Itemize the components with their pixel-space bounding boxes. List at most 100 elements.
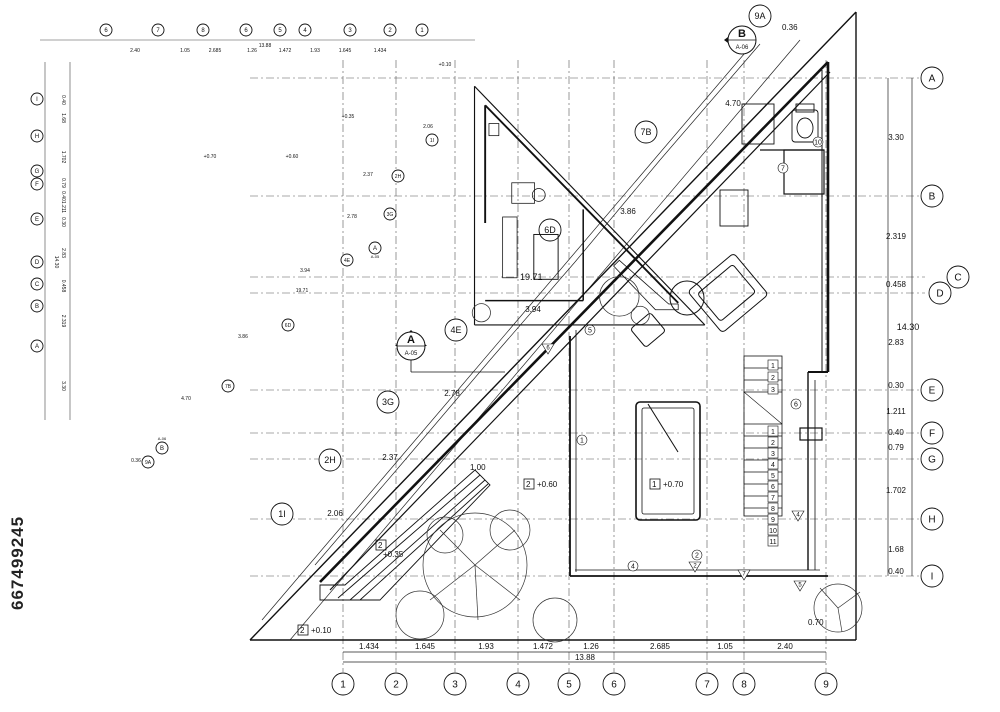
window-tag-7: 7 xyxy=(742,572,746,578)
door-tag-2: 2 xyxy=(695,553,699,560)
stair-step-2: 2 xyxy=(771,440,775,447)
dim-bottom-1: 1.645 xyxy=(415,642,436,651)
section-a-sheet: A-05 xyxy=(405,351,418,357)
garden-level: +0.35 xyxy=(383,550,404,559)
thumb-letter-A: A xyxy=(30,339,44,353)
thumb-bubble-3-label: 6 xyxy=(244,28,248,34)
thumb-letter-B-label: B xyxy=(35,304,39,310)
thumb-left-dim-1: 1.68 xyxy=(60,113,66,123)
thumb-bubble-6-label: 3 xyxy=(348,28,352,34)
window-tag-5: 5 xyxy=(798,583,802,589)
right-total-dimension: 14.30 xyxy=(897,322,920,332)
dim-bottom-4: 1.26 xyxy=(583,642,599,651)
thumb-diag-4E: 4E xyxy=(340,253,354,267)
dim-right-4: 0.30 xyxy=(888,381,904,390)
billiard-level: +0.70 xyxy=(663,480,684,489)
thumb-bubble-0: 6 xyxy=(99,23,113,37)
door-tag-1: 1 xyxy=(580,438,584,445)
grid-bubble-A-label: A xyxy=(929,74,936,85)
grid-bubble-9-label: 9 xyxy=(823,680,829,691)
thumb-bubble-3: 6 xyxy=(239,23,253,37)
grid-bubble-1-label: 1 xyxy=(340,680,346,691)
thumb-diag-6D-label: 6D xyxy=(285,323,292,329)
grid-bubble-H-label: H xyxy=(928,515,935,526)
thumb-section-b: B xyxy=(155,441,169,455)
thumb-top-total: 13.88 xyxy=(259,43,272,49)
door-tag-5: 5 xyxy=(588,328,592,335)
grid-bubble-2: 2 xyxy=(384,672,408,696)
thumb-section-a: A xyxy=(368,241,382,255)
thumb-letter-E-label: E xyxy=(35,217,39,223)
door-tag-7: 7 xyxy=(781,166,785,173)
thumbnail-plan xyxy=(471,85,706,326)
thumb-diag-1I: 1I xyxy=(425,133,439,147)
thumb-top-dim-5: 1.93 xyxy=(310,48,320,54)
dim-right-5: 1.211 xyxy=(886,407,906,416)
door-tag-6: 6 xyxy=(794,402,798,409)
dim-right-8: 1.702 xyxy=(886,486,907,495)
thumb-diag-6D: 6D xyxy=(281,318,295,332)
dim-right-6: 0.40 xyxy=(888,428,904,437)
grid-bubble-4E-label: 4E xyxy=(450,325,461,335)
thumb-level-2: +0.60 xyxy=(286,154,299,160)
grid-bubble-D-label: D xyxy=(936,289,943,300)
thumb-left-dim-6: 0.30 xyxy=(60,217,66,227)
thumb-top-dim-3: 1.26 xyxy=(247,48,257,54)
bottom-total-dimension: 13.88 xyxy=(575,653,596,662)
right-dimension-labels: 3.302.3190.4582.830.301.2110.400.791.702… xyxy=(886,133,907,576)
dim-right-2: 0.458 xyxy=(886,280,907,289)
stair-step-6: 6 xyxy=(771,484,775,491)
dim-diagonal-5: 2.06 xyxy=(327,509,343,518)
thumb-letter-G-label: G xyxy=(35,169,40,175)
thumb-bubble-4: 5 xyxy=(273,23,287,37)
thumb-letter-C-label: C xyxy=(35,282,40,288)
grid-bubble-H: H xyxy=(920,507,944,531)
thumb-letter-E: E xyxy=(30,212,44,226)
thumb-left-dim-9: 2.319 xyxy=(60,315,66,328)
grid-bubble-8-label: 8 xyxy=(741,680,747,691)
thumb-bubble-0-label: 6 xyxy=(104,28,108,34)
thumb-bubble-1-label: 7 xyxy=(156,28,160,34)
dim-bottom-7: 2.40 xyxy=(777,642,793,651)
main-level-tag: 2 xyxy=(526,480,531,489)
section-marker-a: A A-05 xyxy=(395,330,505,373)
grid-bubble-G-label: G xyxy=(928,455,936,466)
grid-bubble-3: 3 xyxy=(443,672,467,696)
billiard-table xyxy=(635,401,701,521)
dim-right-7: 0.79 xyxy=(888,443,904,452)
stair-step-8: 8 xyxy=(771,506,775,513)
stair-step-4: 4 xyxy=(771,462,775,469)
thumb-diag-dim-5: 4.70 xyxy=(181,396,191,402)
thumb-level-1: +0.35 xyxy=(342,114,355,120)
thumb-diag-dim-6: 19.71 xyxy=(296,288,309,294)
grid-bubble-7: 7 xyxy=(695,672,719,696)
thumb-bubble-7-label: 2 xyxy=(388,28,392,34)
thumb-bubble-5-label: 4 xyxy=(303,28,307,34)
section-b-letter: B xyxy=(738,28,746,40)
thumb-letter-C: C xyxy=(30,277,44,291)
stair-step-7: 7 xyxy=(771,495,775,502)
stair-step-upper-1: 1 xyxy=(771,363,775,370)
thumb-diag-4E-label: 4E xyxy=(344,258,351,264)
thumb-diag-2H-label: 2H xyxy=(395,174,402,180)
stair-step-11: 11 xyxy=(769,539,776,546)
dim-diagonal-0: 4.70 xyxy=(725,99,741,108)
grid-bubble-9: 9 xyxy=(814,672,838,696)
dim-diagonal-1: 3.86 xyxy=(620,207,636,216)
grid-bubble-6: 6 xyxy=(602,672,626,696)
thumb-bubble-8-label: 1 xyxy=(420,28,424,34)
thumb-bubble-7: 2 xyxy=(383,23,397,37)
grid-bubble-E: E xyxy=(920,378,944,402)
thumb-letter-G: G xyxy=(30,164,44,178)
thumb-letter-A-label: A xyxy=(35,344,39,350)
grid-bubble-8: 8 xyxy=(732,672,756,696)
thumb-left-dim-5: 1.211 xyxy=(60,201,66,213)
door-tag-10: 10 xyxy=(814,140,822,147)
thumb-left-dim-4: 0.40 xyxy=(60,191,66,201)
thumb-diag-dim-3: 3.94 xyxy=(300,268,310,274)
